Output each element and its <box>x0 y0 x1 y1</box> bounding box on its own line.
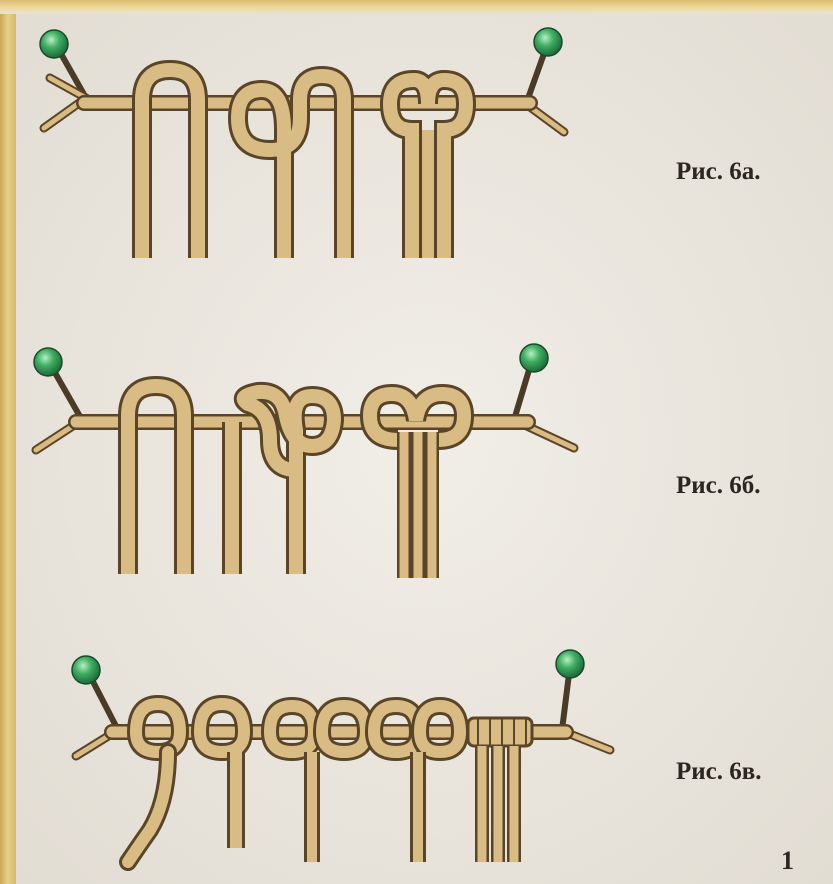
figure-caption-6v: Рис. 6в. <box>676 758 762 786</box>
figure-caption-6a: Рис. 6а. <box>676 158 761 186</box>
page-number: 1 <box>781 846 794 876</box>
figure-caption-6b: Рис. 6б. <box>676 472 761 500</box>
frame-top-border <box>0 0 833 14</box>
wrapped-section <box>468 718 532 746</box>
